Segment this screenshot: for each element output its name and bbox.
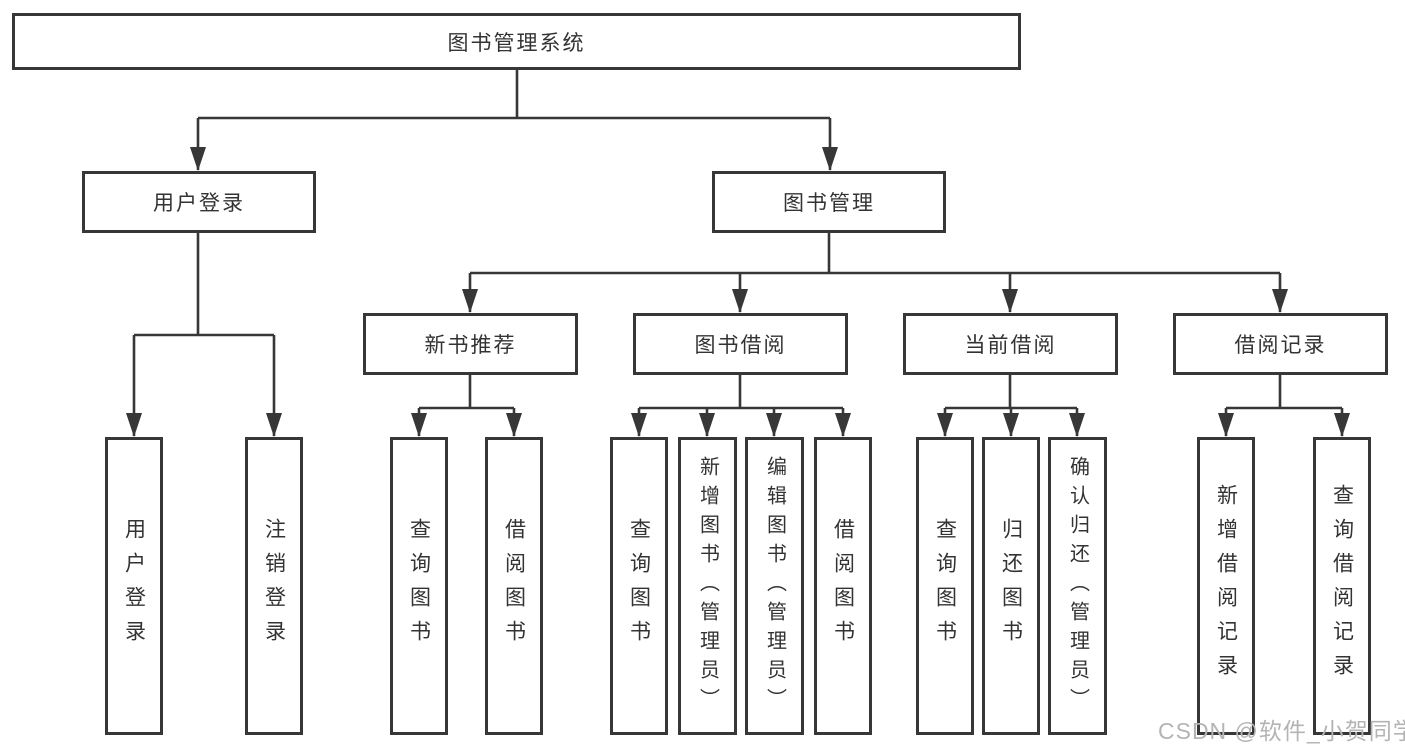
leaf-edit-book-admin: 编辑图书（管理员） (745, 437, 804, 735)
leaf-query-books-borrow: 查询图书 (610, 437, 668, 735)
leaf-return-book: 归还图书 (982, 437, 1040, 735)
node-current-borrow: 当前借阅 (903, 313, 1118, 375)
leaf-borrow-books-recommend: 借阅图书 (485, 437, 543, 735)
node-book-management: 图书管理 (712, 171, 946, 233)
node-new-book-recommend: 新书推荐 (363, 313, 578, 375)
leaf-logout: 注销登录 (245, 437, 303, 735)
leaf-query-books-current: 查询图书 (916, 437, 974, 735)
node-library-management-system: 图书管理系统 (12, 13, 1021, 70)
node-user-login: 用户登录 (82, 171, 316, 233)
leaf-add-borrow-record: 新增借阅记录 (1197, 437, 1255, 735)
leaf-add-book-admin: 新增图书（管理员） (678, 437, 737, 735)
leaf-confirm-return-admin: 确认归还（管理员） (1048, 437, 1107, 735)
node-borrow-records: 借阅记录 (1173, 313, 1388, 375)
watermark: CSDN @软件_小贺同学 (1158, 718, 1405, 744)
node-book-borrow: 图书借阅 (633, 313, 848, 375)
leaf-query-books-recommend: 查询图书 (390, 437, 448, 735)
leaf-borrow-books: 借阅图书 (814, 437, 872, 735)
leaf-query-borrow-record: 查询借阅记录 (1313, 437, 1371, 735)
leaf-user-login: 用户登录 (105, 437, 163, 735)
